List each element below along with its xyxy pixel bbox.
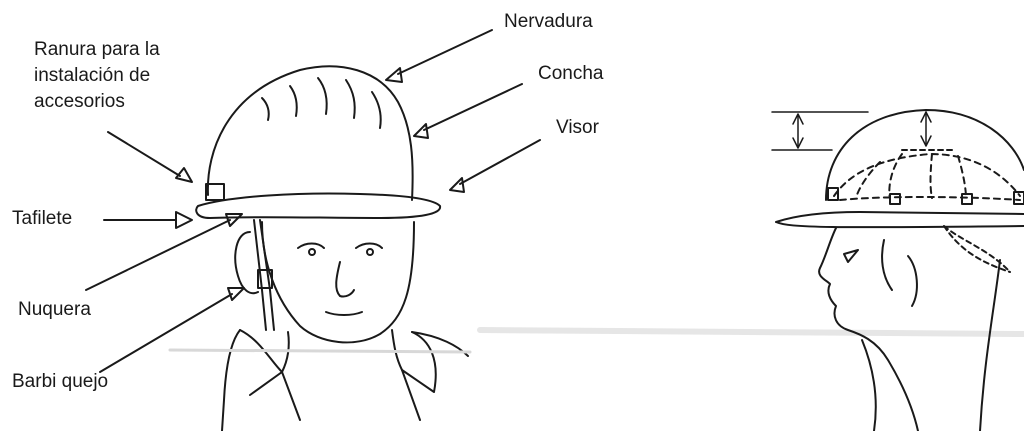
right-eye	[356, 244, 382, 249]
scan-artifact	[480, 330, 1024, 334]
label-nervadura: Nervadura	[504, 10, 593, 34]
label-tafilete: Tafilete	[12, 207, 72, 231]
shirt-shoulder	[222, 330, 240, 431]
left-pupil	[309, 249, 315, 255]
jaw-line	[882, 240, 892, 290]
right-pupil	[367, 249, 373, 255]
arrow-icon	[386, 68, 402, 82]
front-view-illustration	[196, 66, 468, 431]
pointer-line-ranura	[108, 132, 180, 176]
suspension-clip	[890, 194, 900, 204]
chin-strap	[254, 220, 266, 330]
ear	[235, 232, 258, 293]
nose	[336, 262, 354, 297]
scan-artifact	[170, 350, 470, 352]
label-concha: Concha	[538, 62, 604, 86]
pointer-line-nuquera	[86, 220, 230, 290]
pointer-lines	[86, 30, 540, 372]
suspension-clip	[962, 194, 972, 204]
label-visor: Visor	[556, 116, 599, 140]
neck-front	[862, 340, 876, 431]
label-ranura-line1: Ranura para la	[34, 38, 160, 62]
pointer-line-visor	[460, 140, 540, 184]
label-ranura-line2: instalación de	[34, 64, 150, 88]
pointer-line-nervadura	[398, 30, 492, 74]
arrow-icon	[228, 288, 244, 300]
arrow-icon	[450, 178, 464, 192]
arrow-icon	[176, 212, 192, 228]
face-outline	[262, 222, 414, 342]
arrow-icon	[226, 214, 242, 226]
shirt-collar	[240, 330, 436, 420]
helmet-rib	[262, 98, 269, 120]
helmet-rib	[372, 92, 381, 128]
label-nuquera: Nuquera	[18, 298, 91, 322]
ear-line	[908, 256, 917, 306]
side-view-illustration	[772, 110, 1024, 431]
suspension-harness	[834, 154, 1020, 200]
label-barbiquejo: Barbi quejo	[12, 370, 108, 394]
mouth	[326, 312, 362, 315]
side-helmet-brim	[776, 212, 1024, 227]
left-eye	[298, 244, 324, 249]
helmet-rib	[346, 80, 355, 118]
arrow-icon	[176, 168, 192, 182]
label-ranura-line3: accesorios	[34, 90, 125, 114]
helmet-rib	[290, 86, 297, 116]
helmet-rib	[318, 78, 327, 114]
pointer-line-concha	[424, 84, 522, 130]
helmet-shell	[208, 66, 413, 200]
face-profile	[819, 228, 918, 431]
arrow-icon	[414, 124, 428, 138]
side-eye	[844, 250, 858, 262]
pointer-line-barbiquejo	[100, 294, 232, 372]
neck-back	[980, 260, 1000, 431]
